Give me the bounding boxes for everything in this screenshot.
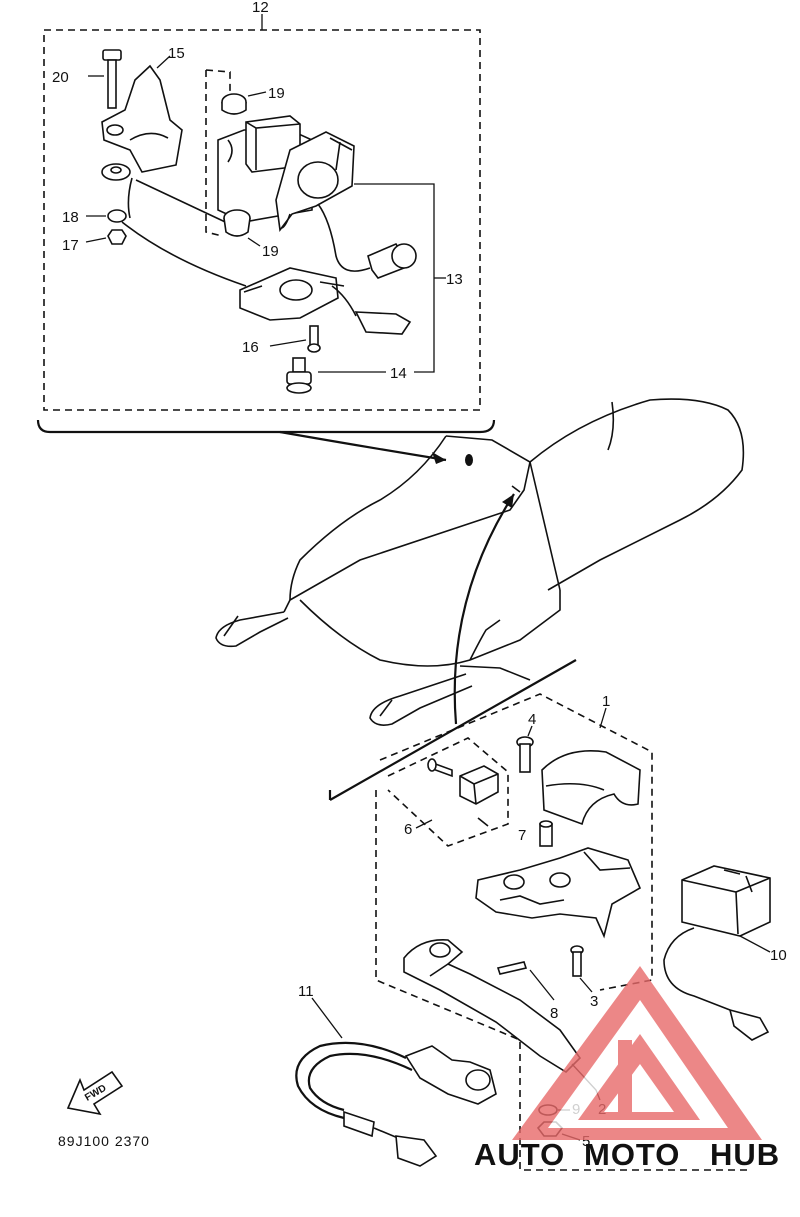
callout-14: 14 xyxy=(390,365,407,382)
watermark-part2: MOTO xyxy=(584,1137,680,1172)
callout-8: 8 xyxy=(550,1005,558,1022)
callout-5: 5 xyxy=(582,1133,590,1150)
fwd-arrow-icon: FWD xyxy=(66,1070,124,1116)
callout-4: 4 xyxy=(528,711,536,728)
callout-16: 16 xyxy=(242,339,259,356)
callout-15: 15 xyxy=(168,45,185,62)
lever-cover xyxy=(541,750,641,826)
switch-11: 11 xyxy=(295,983,497,1167)
callout-19b: 19 xyxy=(262,243,279,260)
block-in-6 xyxy=(459,765,499,827)
callout-10: 10 xyxy=(770,947,787,964)
relay-plate xyxy=(239,267,412,335)
watermark-part3: HUB xyxy=(710,1137,780,1172)
switch-10: 10 xyxy=(663,865,787,1041)
callout-7: 7 xyxy=(518,827,526,844)
callout-1: 1 xyxy=(602,693,610,710)
pin-8: 8 xyxy=(496,961,558,1022)
subassembly-12-box: 12 xyxy=(36,0,496,434)
callout-12: 12 xyxy=(252,0,269,16)
pin-7: 7 xyxy=(518,820,553,847)
callout-17: 17 xyxy=(62,237,79,254)
callout-18: 18 xyxy=(62,209,79,226)
snowmobile-outline xyxy=(215,398,745,726)
automotohub-logo-icon xyxy=(512,966,762,1140)
relay-13 xyxy=(217,115,417,279)
cap-19-bottom: 19 xyxy=(223,209,279,260)
brake-lever-2 xyxy=(403,939,601,1101)
bracket-washer xyxy=(101,163,133,219)
subassembly-6-box: 6 xyxy=(387,737,509,847)
bolt-14 xyxy=(286,357,386,394)
cap-19-top: 19 xyxy=(221,85,285,115)
callout-20: 20 xyxy=(52,69,69,86)
callout-13: 13 xyxy=(446,271,463,288)
bracket-15: 15 xyxy=(101,45,185,173)
callout-11: 11 xyxy=(298,983,314,1000)
drawing-code: 89J100 2370 xyxy=(58,1133,150,1149)
bolt-20: 20 xyxy=(52,49,122,109)
callout-19a: 19 xyxy=(268,85,285,102)
callout-3: 3 xyxy=(590,993,598,1010)
screw-16: 16 xyxy=(242,325,321,356)
automotohub-wordmark: AUTO MOTO HUB xyxy=(474,1137,780,1172)
lever-housing xyxy=(475,847,642,939)
screw-in-6 xyxy=(427,758,453,778)
bolt-4: 4 xyxy=(516,711,536,773)
callout-6: 6 xyxy=(404,821,412,838)
nut-17: 17 xyxy=(62,229,127,254)
washer-18: 18 xyxy=(62,209,127,226)
screw-3: 3 xyxy=(570,945,598,1010)
watermark-part1: AUTO xyxy=(474,1137,565,1172)
